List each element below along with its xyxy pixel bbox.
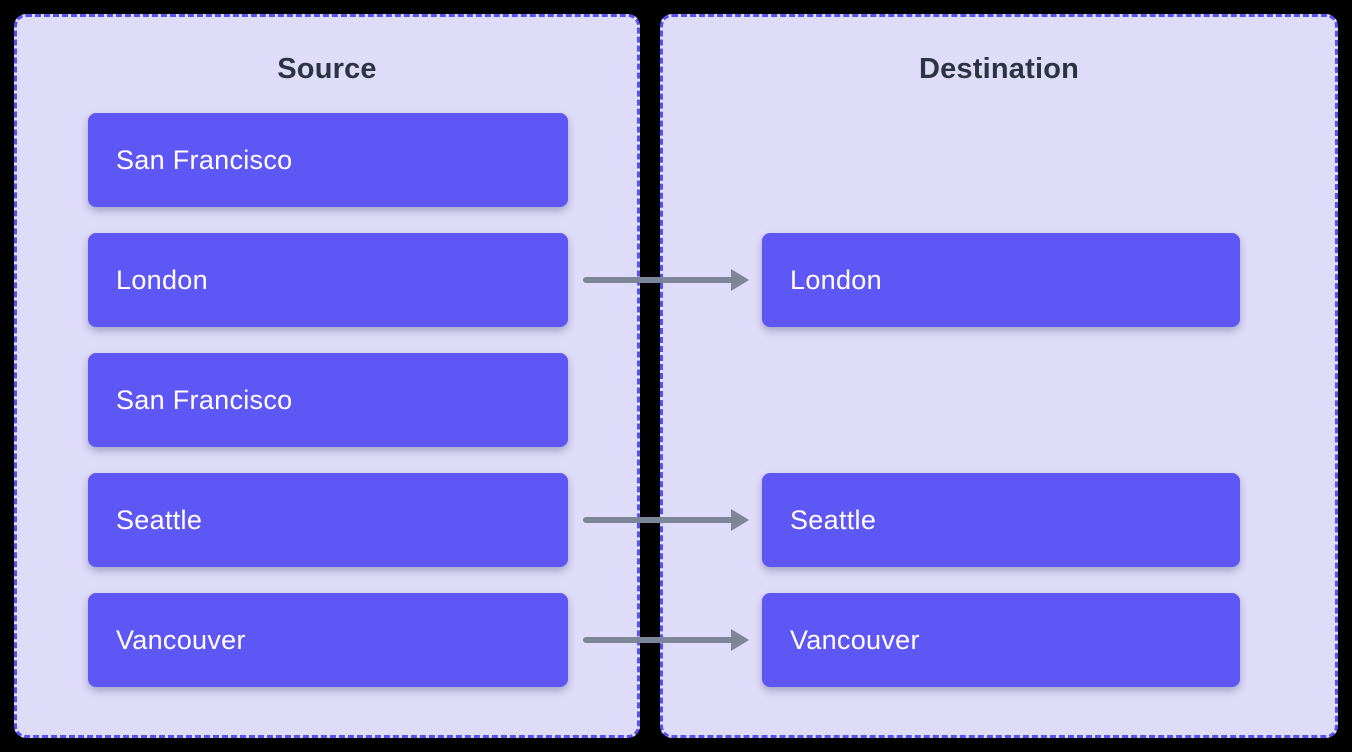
item-label: San Francisco	[116, 384, 293, 415]
destination-row	[762, 353, 1240, 447]
destination-row: Vancouver	[762, 593, 1240, 687]
source-row: London	[88, 233, 568, 327]
source-item: San Francisco	[88, 353, 568, 447]
item-label: London	[790, 264, 882, 295]
source-item: Seattle	[88, 473, 568, 567]
source-item: Vancouver	[88, 593, 568, 687]
source-row: San Francisco	[88, 353, 568, 447]
source-item: San Francisco	[88, 113, 568, 207]
item-label: Vancouver	[790, 624, 920, 655]
item-label: London	[116, 264, 208, 295]
source-row: Seattle	[88, 473, 568, 567]
item-label: Vancouver	[116, 624, 246, 655]
item-label: Seattle	[116, 504, 203, 535]
destination-row: London	[762, 233, 1240, 327]
item-label: San Francisco	[116, 144, 293, 175]
destination-panel-title: Destination	[918, 53, 1080, 85]
destination-item: Seattle	[762, 473, 1240, 567]
destination-row: Seattle	[762, 473, 1240, 567]
source-row: Vancouver	[88, 593, 568, 687]
source-panel-title: Source	[277, 53, 377, 85]
source-row: San Francisco	[88, 113, 568, 207]
destination-row	[762, 113, 1240, 207]
item-label: Seattle	[790, 504, 877, 535]
destination-item: London	[762, 233, 1240, 327]
source-item: London	[88, 233, 568, 327]
destination-item: Vancouver	[762, 593, 1240, 687]
